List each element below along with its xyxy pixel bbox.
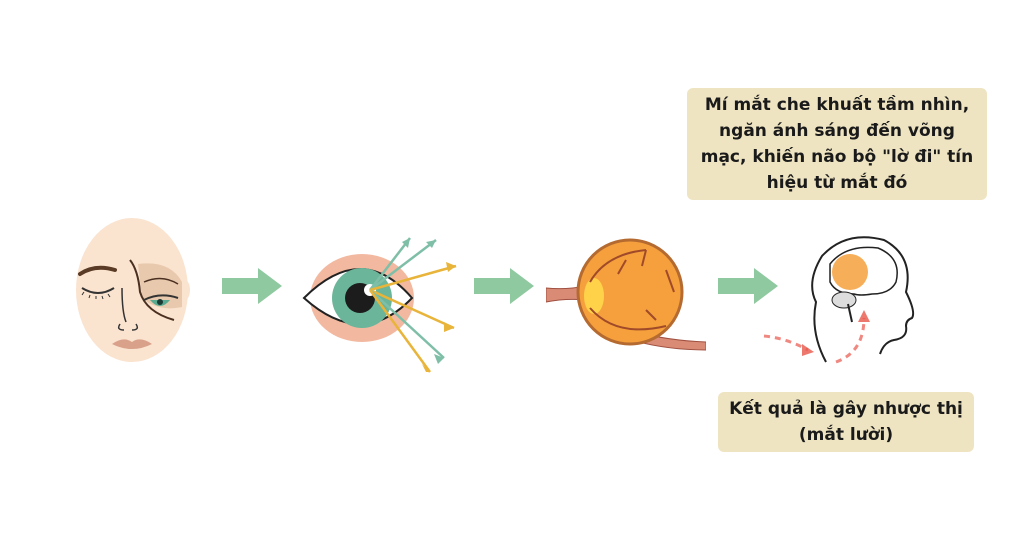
eye-light-rays-icon xyxy=(302,237,457,373)
arrow-right-icon xyxy=(474,268,534,304)
eyeball-retina-icon xyxy=(546,238,706,351)
callout-bottom-line-1: Kết quả là gây nhược thị xyxy=(729,399,963,419)
callout-top-line-3: mạc, khiến não bộ "lờ đi" tín xyxy=(700,147,974,167)
callout-top-line-2: ngăn ánh sáng đến võng xyxy=(719,121,955,141)
callout-bottom: Kết quả là gây nhược thị (mắt lười) xyxy=(718,392,974,452)
arrow-right-icon xyxy=(222,268,282,304)
callout-top-line-4: hiệu từ mắt đó xyxy=(766,173,908,193)
arrow-right-icon xyxy=(718,268,778,304)
callout-bottom-line-2: (mắt lười) xyxy=(798,425,894,445)
callout-top-line-1: Mí mắt che khuất tầm nhìn, xyxy=(704,95,970,115)
callout-top: Mí mắt che khuất tầm nhìn, ngăn ánh sáng… xyxy=(687,88,987,200)
face-drooping-eyelid-icon xyxy=(76,218,190,362)
head-brain-icon xyxy=(763,236,915,364)
